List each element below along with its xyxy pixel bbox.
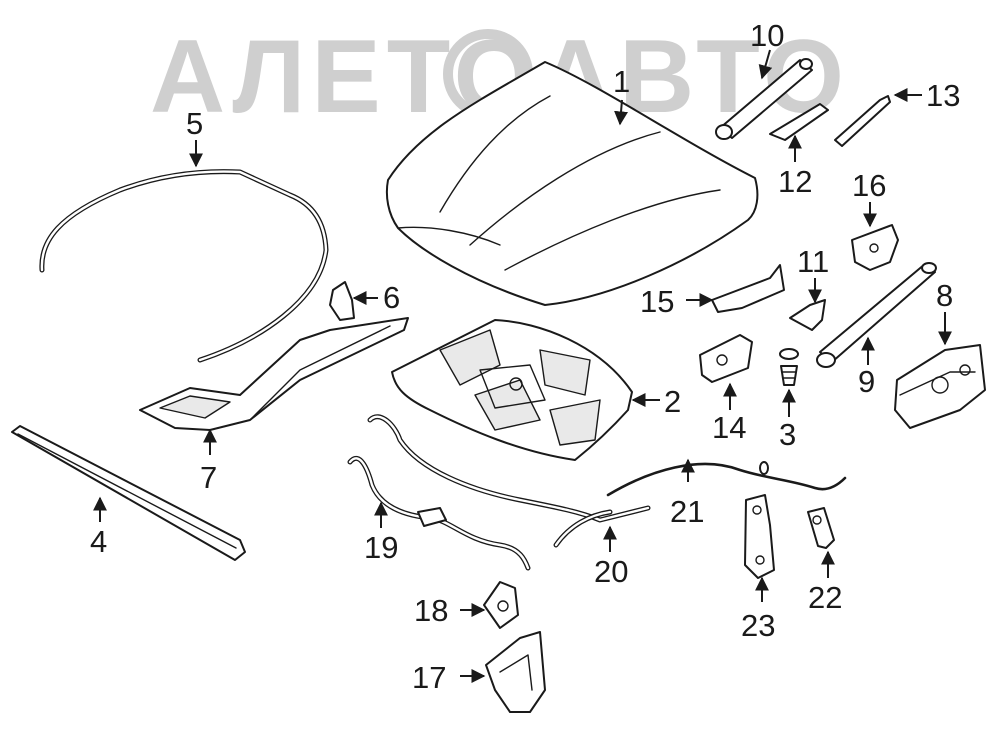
callout-13: 13 [926, 78, 960, 113]
callout-23: 23 [741, 608, 775, 643]
callout-21: 21 [670, 494, 704, 529]
callout-17: 17 [412, 660, 446, 695]
part-9-gas-strut[interactable] [816, 262, 937, 368]
callout-4: 4 [90, 524, 107, 559]
callout-3: 3 [779, 417, 796, 452]
callout-5: 5 [186, 106, 203, 141]
part-7-cowl-panel[interactable] [139, 317, 409, 431]
callout-10: 10 [750, 18, 784, 53]
callout-2: 2 [664, 384, 681, 419]
part-11-bracket[interactable] [789, 299, 826, 331]
part-15-bracket[interactable] [711, 264, 785, 313]
callout-16: 16 [852, 168, 886, 203]
part-18-bracket[interactable] [483, 581, 519, 629]
part-13-support-rod[interactable] [834, 95, 891, 147]
part-21-cable[interactable] [606, 461, 847, 497]
callout-15: 15 [640, 284, 674, 319]
part-6-bracket[interactable] [329, 281, 355, 321]
part-19-release-cable[interactable] [347, 455, 531, 571]
part-16-bracket[interactable] [851, 224, 899, 271]
callout-18: 18 [414, 593, 448, 628]
part-10-gas-strut[interactable] [715, 58, 813, 140]
part-5-hood-seal[interactable] [39, 169, 329, 363]
part-1-hood[interactable] [385, 61, 759, 306]
part-12-hinge[interactable] [769, 103, 829, 141]
callout-12: 12 [778, 164, 812, 199]
part-2-hood-insulator[interactable] [391, 319, 633, 461]
callout-19: 19 [364, 530, 398, 565]
callout-14: 14 [712, 410, 746, 445]
part-20-release-cable[interactable] [367, 414, 651, 548]
part-8-hood-latch[interactable] [894, 344, 986, 429]
part-22-bracket[interactable] [807, 507, 835, 549]
callout-1: 1 [613, 64, 630, 99]
callout-labels: 1 2 3 4 5 6 7 8 9 10 11 12 13 14 15 16 1… [90, 18, 960, 695]
leader-lines [93, 49, 952, 683]
callout-8: 8 [936, 278, 953, 313]
callout-7: 7 [200, 460, 217, 495]
part-14-latch-receiver[interactable] [699, 334, 753, 383]
part-3-clip[interactable] [779, 348, 799, 386]
part-17-latch-assembly[interactable] [485, 631, 546, 713]
callout-6: 6 [383, 280, 400, 315]
callout-9: 9 [858, 364, 875, 399]
callout-22: 22 [808, 580, 842, 615]
part-4-seal-strip[interactable] [11, 425, 246, 561]
callout-11: 11 [797, 244, 829, 279]
callout-20: 20 [594, 554, 628, 589]
part-23-bracket[interactable] [744, 494, 775, 579]
